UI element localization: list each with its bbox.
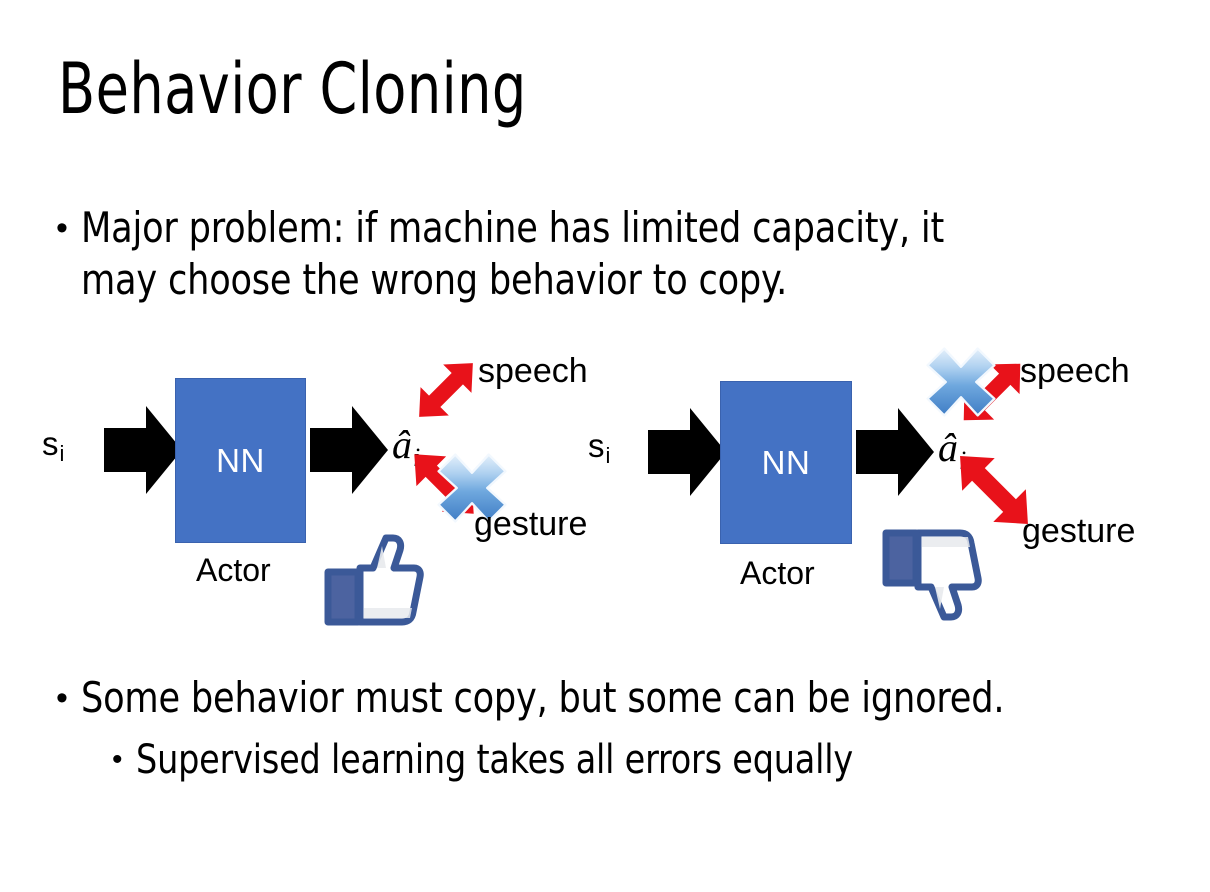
state-label-right: si — [588, 427, 611, 469]
input-block-arrow-icon — [648, 408, 726, 496]
speech-branch-arrow-icon — [419, 363, 473, 417]
bullet-marker: • — [112, 743, 123, 776]
nn-label: NN — [216, 441, 265, 479]
bullet-item-some-behavior: • Some behavior must copy, but some can … — [56, 672, 1176, 724]
bullet-text: Major problem: if machine has limited ca… — [80, 203, 945, 304]
action-symbol: â — [392, 422, 412, 467]
output-block-arrow-icon — [310, 406, 388, 494]
state-symbol: s — [42, 425, 59, 462]
page-title: Behavior Cloning — [58, 48, 527, 130]
branch-label-speech-right: speech — [1020, 352, 1130, 390]
gesture-branch-arrow-icon — [960, 456, 1028, 524]
diagram-right: si NN Actor â i — [560, 330, 1210, 640]
cross-out-x-icon-gesture — [437, 453, 507, 523]
nn-box-left: NN — [175, 378, 306, 543]
thumbs-up-icon — [324, 534, 424, 626]
actor-label-right: Actor — [740, 555, 815, 591]
thumbs-down-icon — [882, 529, 982, 621]
input-block-arrow-icon — [104, 406, 182, 494]
nn-box-right: NN — [720, 381, 852, 544]
bullet-marker: • — [56, 209, 68, 247]
state-symbol: s — [588, 427, 605, 464]
branch-label-gesture-right: gesture — [1022, 512, 1136, 550]
bullet-text: Supervised learning takes all errors equ… — [135, 737, 853, 783]
actor-label-left: Actor — [196, 552, 271, 588]
cross-out-x-icon-speech — [926, 347, 996, 417]
output-block-arrow-icon — [856, 408, 934, 496]
action-symbol: â — [938, 425, 958, 470]
state-subscript: i — [605, 443, 611, 468]
bullet-marker: • — [56, 679, 68, 717]
branch-label-gesture-left: gesture — [474, 505, 588, 543]
bullet-text: Some behavior must copy, but some can be… — [80, 673, 1005, 722]
state-label-left: si — [42, 425, 65, 467]
bullet-item-problem: • Major problem: if machine has limited … — [56, 202, 1116, 306]
state-subscript: i — [59, 441, 65, 466]
branch-label-speech-left: speech — [478, 352, 588, 390]
nn-label: NN — [761, 443, 811, 481]
bullet-item-supervised: • Supervised learning takes all errors e… — [112, 734, 1172, 786]
diagram-left: si NN Actor âi — [0, 330, 620, 640]
